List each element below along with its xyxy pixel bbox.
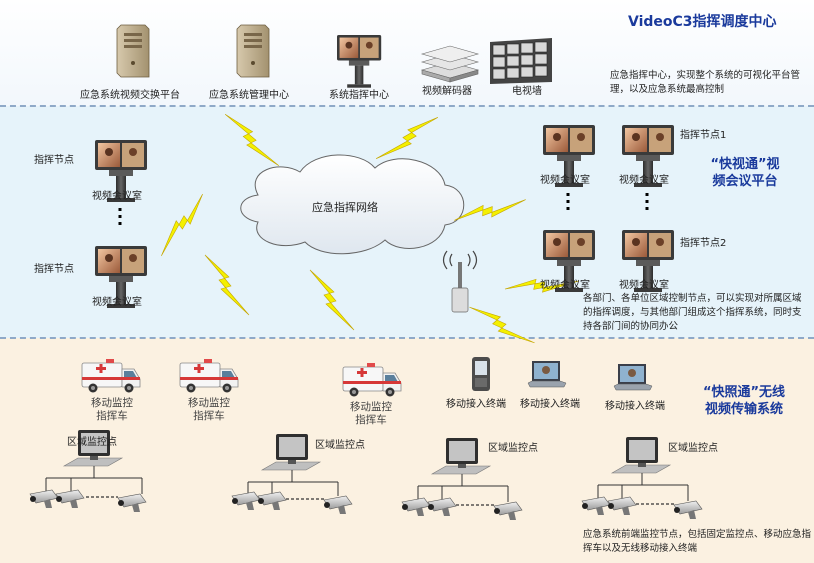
camera-icon [55, 489, 85, 509]
node-label: 指挥节点1 [680, 130, 727, 141]
terminal-label: 移动接入终端 [520, 399, 580, 410]
device-label: 视频解码器 [422, 86, 472, 97]
management-server-icon [236, 24, 270, 78]
tv-wall-icon [490, 38, 552, 84]
lightning-link-icon [309, 269, 355, 331]
region-label: 区域监控点 [315, 440, 365, 451]
vehicle-label-line: 移动监控 [91, 397, 133, 409]
camera-icon [673, 500, 703, 520]
video-decoder-icon [420, 45, 480, 83]
node-label: 指挥节点 [34, 155, 74, 166]
camera-icon [401, 497, 431, 517]
device-label: 电视墙 [512, 86, 542, 97]
region-label: 区域监控点 [668, 443, 718, 454]
band-divider-top [0, 105, 814, 107]
platform-title: “快视通”视 频会议平台 [690, 156, 800, 190]
vehicle-label-line: 移动监控 [350, 401, 392, 413]
room-label: 视频会议室 [540, 175, 590, 186]
band-divider-bottom [0, 337, 814, 339]
region-group-4 [581, 436, 703, 520]
camera-icon [231, 491, 261, 511]
region-group-1 [29, 429, 147, 513]
room-label: 视频会议室 [92, 297, 142, 308]
laptop-icon [613, 363, 653, 391]
network-label: 应急指挥网络 [312, 201, 378, 214]
camera-icon [493, 501, 523, 521]
vehicle-label: 移动监控 指挥车 [84, 397, 140, 423]
frontend-note: 应急系统前端监控节点，包括固定监控点、移动应急指挥车以及无线移动接入终端 [583, 529, 812, 554]
video-exchange-server-icon [116, 24, 150, 78]
monitor-icon [261, 433, 321, 471]
region-group-2 [231, 433, 353, 515]
laptop-icon [527, 360, 567, 388]
region-group-3 [401, 437, 523, 521]
room-label: 视频会议室 [540, 280, 590, 291]
lightning-link-icon [204, 254, 250, 316]
region-label: 区域监控点 [67, 437, 117, 448]
platform-title-line: 频会议平台 [712, 174, 778, 189]
page-title: VideoC3指挥调度中心 [628, 14, 777, 30]
lightning-link-icon [453, 178, 527, 242]
lightning-link-icon [145, 193, 219, 257]
monitor-icon [431, 437, 491, 475]
room-label: 视频会议室 [619, 175, 669, 186]
ambulance-icon [81, 358, 141, 393]
lightning-link-icon [469, 288, 535, 362]
camera-icon [257, 491, 287, 511]
platform-title-line: “快视通”视 [710, 157, 780, 172]
network-cloud-icon [240, 154, 465, 255]
platform-title-line: 视频传输系统 [704, 402, 783, 417]
vehicle-label-line: 移动监控 [188, 397, 230, 409]
vehicle-label-line: 指挥车 [355, 414, 387, 426]
ambulance-icon [342, 362, 402, 397]
device-label: 应急系统管理中心 [209, 90, 289, 101]
vehicle-label: 移动监控 指挥车 [343, 401, 399, 427]
terminal-label: 移动接入终端 [446, 399, 506, 410]
room-label: 视频会议室 [92, 191, 142, 202]
command-center-note: 应急指挥中心，实现整个系统的可视化平台管理，以及应急系统最高控制 [610, 70, 801, 95]
vehicle-label-line: 指挥车 [96, 410, 128, 422]
camera-icon [323, 495, 353, 515]
camera-icon [29, 489, 59, 509]
command-center-terminal-icon [337, 35, 382, 88]
ambulance-icon [179, 358, 239, 393]
vehicle-label-line: 指挥车 [193, 410, 225, 422]
camera-icon [117, 493, 147, 513]
device-label: 系统指挥中心 [329, 90, 389, 101]
device-label: 应急系统视频交换平台 [80, 90, 180, 101]
monitor-icon [611, 436, 671, 474]
room-label: 视频会议室 [619, 280, 669, 291]
terminal-label: 移动接入终端 [605, 401, 665, 412]
camera-icon [581, 496, 611, 516]
camera-icon [427, 497, 457, 517]
wireless-antenna-icon [442, 250, 478, 313]
vehicle-label: 移动监控 指挥车 [181, 397, 237, 423]
mobile-handheld-icon [472, 357, 490, 391]
platform-title: “快照通”无线 视频传输系统 [680, 384, 808, 418]
camera-icon [607, 496, 637, 516]
node-label: 指挥节点2 [680, 238, 727, 249]
platform-title-line: “快照通”无线 [702, 385, 786, 400]
lightning-link-icon [224, 106, 280, 174]
region-label: 区域监控点 [488, 443, 538, 454]
node-label: 指挥节点 [34, 264, 74, 275]
regional-node-note: 各部门、各单位区域控制节点，可以实现对所属区域的指挥调度，与其他部门组成这个指挥… [583, 293, 802, 332]
